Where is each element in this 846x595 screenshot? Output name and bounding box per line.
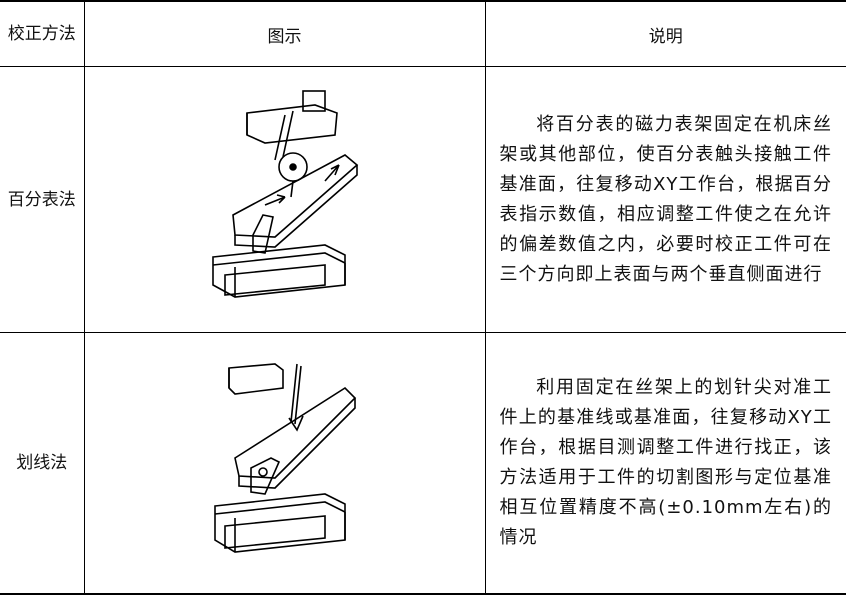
table-row: 划线法 利用固定在丝 [0, 332, 846, 595]
header-figure: 图示 [83, 0, 486, 67]
method-scribing: 划线法 [0, 332, 85, 595]
dial-indicator-illustration [211, 89, 358, 298]
scribing-illustration [213, 363, 356, 553]
table-row: 百分表法 [0, 66, 846, 333]
header-method: 校正方法 [0, 0, 85, 67]
figure-scribing [83, 332, 486, 595]
description-text: 将百分表的磁力表架固定在机床丝架或其他部位，使百分表触头接触工件基准面，往复移动… [499, 113, 832, 285]
description-text: 利用固定在丝架上的划针尖对准工件上的基准线或基准面，往复移动XY工作台，根据目测… [499, 377, 832, 548]
method-dial-indicator: 百分表法 [0, 66, 85, 333]
figure-dial-indicator [83, 66, 486, 333]
header-description: 说明 [484, 0, 846, 67]
description-scribing: 利用固定在丝架上的划针尖对准工件上的基准线或基准面，往复移动XY工作台，根据目测… [484, 332, 846, 595]
description-dial-indicator: 将百分表的磁力表架固定在机床丝架或其他部位，使百分表触头接触工件基准面，往复移动… [484, 66, 846, 333]
header-row: 校正方法 图示 说明 [0, 0, 846, 67]
